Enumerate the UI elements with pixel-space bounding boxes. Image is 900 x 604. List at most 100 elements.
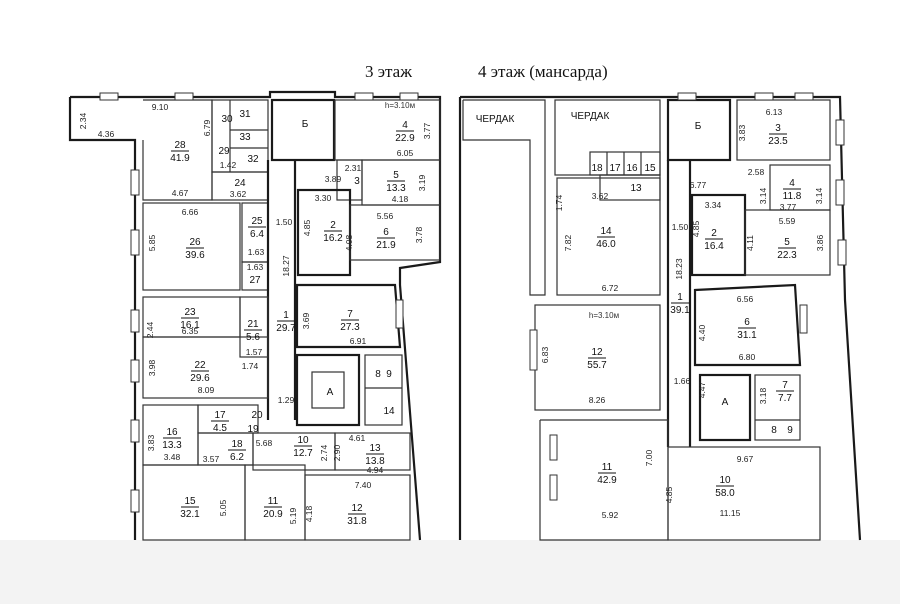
dimension-label: 5.85 [147, 234, 157, 251]
dimension-label: 2.58 [748, 167, 765, 177]
room-number: 6 [744, 317, 750, 328]
room-number: 10 [297, 435, 309, 446]
room-area: 31.8 [347, 516, 367, 527]
dimension-label: 4.40 [697, 324, 707, 341]
dimension-label: 2.34 [78, 112, 88, 129]
room-area: 4.5 [213, 423, 227, 434]
room-area: 20.9 [263, 509, 283, 520]
room-number: 21 [247, 319, 259, 330]
room-area: 39.1 [670, 305, 690, 316]
floor4-windows [529, 92, 847, 501]
room-number: 12 [591, 347, 603, 358]
dimension-label: 3.48 [164, 452, 181, 462]
dimension-label: 9.10 [152, 102, 169, 112]
room-area: 12.7 [293, 448, 313, 459]
room-number: 14 [600, 226, 612, 237]
dimension-label: 6.79 [202, 119, 212, 136]
room-area: 29.6 [190, 373, 210, 384]
room-area: 7.7 [778, 393, 792, 404]
room-number: 25 [251, 216, 263, 227]
room-number: 1 [677, 292, 683, 303]
room-number: 23 [184, 307, 196, 318]
room-number: Б [695, 121, 702, 132]
room-area: 5.6 [246, 332, 260, 343]
dimension-label: 3.77 [780, 202, 797, 212]
room-number: 24 [234, 178, 246, 189]
dimension-label: 4.18 [304, 505, 314, 522]
dimension-label: 11.15 [720, 508, 741, 518]
dimension-label: 4.18 [392, 194, 409, 204]
dimension-label: 3.14 [814, 187, 824, 204]
dimension-label: 4.47 [697, 381, 707, 398]
dimension-label: 4.85 [691, 220, 701, 237]
dimension-label: 3.77 [422, 122, 432, 139]
dimension-label: 1.74 [554, 194, 564, 211]
dimension-label: 1.66 [674, 376, 691, 386]
room-area: 23.5 [768, 136, 788, 147]
dimension-label: 6.56 [737, 294, 754, 304]
dimension-label: 1.29 [278, 395, 295, 405]
room-number: 2 [330, 220, 336, 231]
room-number: 3 [775, 123, 781, 134]
room-number: 7 [347, 309, 353, 320]
room-number: Б [302, 119, 309, 130]
room-area: 13.8 [365, 456, 385, 467]
room-number: 4 [402, 120, 408, 131]
dimension-label: 1.42 [220, 160, 237, 170]
room-area: 13.3 [162, 440, 182, 451]
room-area: 11.8 [783, 191, 802, 202]
dimension-label: 5.56 [377, 211, 394, 221]
dimension-label: 7.40 [355, 480, 372, 490]
room-number: 7 [782, 380, 788, 391]
dimension-label: 3.34 [705, 200, 722, 210]
room-number: 26 [189, 237, 201, 248]
room-area: 31.1 [737, 330, 757, 341]
ceiling-height-label: h=3.10м [385, 101, 415, 110]
room-area: 32.1 [180, 509, 200, 520]
dimension-label: 3.98 [147, 359, 157, 376]
floor3-windows [99, 92, 419, 513]
dimension-label: 2.44 [145, 321, 155, 338]
room-number: 27 [249, 275, 261, 286]
dimension-label: 3.83 [146, 434, 156, 451]
room-area: 6.4 [250, 229, 264, 240]
room-number: А [327, 387, 334, 398]
dimension-label: 1.57 [246, 347, 263, 357]
room-area: 22.9 [395, 133, 415, 144]
dimension-label: 5.92 [602, 510, 619, 520]
dimension-label: 4.61 [349, 433, 366, 443]
dimension-label: 3.30 [315, 193, 332, 203]
dimension-label: 6.77 [690, 180, 707, 190]
room-number: 16 [166, 427, 178, 438]
room-number: 6 [383, 227, 389, 238]
room-number: 5 [393, 170, 399, 181]
dimension-label: 6.05 [397, 148, 414, 158]
dimension-label: 6.80 [739, 352, 756, 362]
dimension-label: 3.62 [592, 191, 609, 201]
room-area: 21.9 [376, 240, 396, 251]
dimension-label: 1.50 [672, 222, 689, 232]
dimension-label: 4.36 [98, 129, 115, 139]
room-number: 28 [174, 140, 186, 151]
room-number: 20 [251, 410, 263, 421]
room-number: 4 [789, 178, 795, 189]
room-area: 39.6 [185, 250, 205, 261]
room-area: 55.7 [587, 360, 607, 371]
room-area: 46.0 [596, 239, 616, 250]
ceiling-height-label: h=3.10м [589, 311, 619, 320]
dimension-label: 3.19 [417, 174, 427, 191]
floor4-title: 4 этаж (мансарда) [478, 62, 608, 81]
room-number: 15 [644, 163, 656, 174]
dimension-label: 3.86 [815, 234, 825, 251]
dimension-label: 5.68 [256, 438, 273, 448]
dimension-label: 7.00 [644, 449, 654, 466]
room-number: 5 [784, 237, 790, 248]
dimension-label: 18.27 [281, 255, 291, 277]
room-number: 9 [787, 425, 793, 436]
room-number: 13 [630, 183, 642, 194]
dimension-label: 6.72 [602, 283, 619, 293]
room-number: 29 [218, 146, 230, 157]
room-number: 11 [268, 496, 279, 507]
